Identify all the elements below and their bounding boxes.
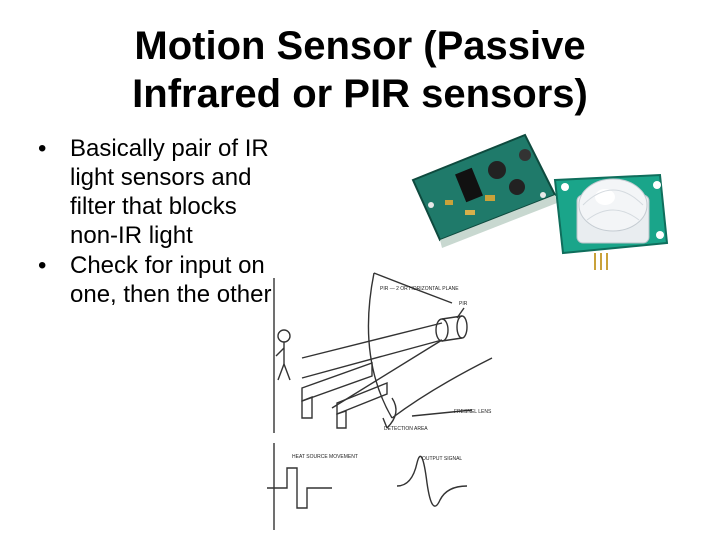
title-line-2: Infrared or PIR sensors)	[132, 72, 588, 116]
bullet-item: • Basically pair of IR light sensors and…	[38, 134, 278, 250]
pir-detection-diagram: PIR — 2 OR HORIZONTAL PLANE PIR FRESNEL …	[267, 272, 493, 530]
label-plane: PIR — 2 OR HORIZONTAL PLANE	[380, 286, 459, 292]
label-movement: HEAT SOURCE MOVEMENT	[292, 454, 358, 460]
bullet-dot: •	[38, 252, 47, 279]
bullet-dot: •	[38, 135, 47, 162]
bullet-text: Check for input on one, then the other	[70, 252, 272, 308]
pir-board-rear	[411, 133, 557, 248]
slide-title: Motion Sensor (Passive Infrared or PIR s…	[60, 22, 660, 118]
label-area: DETECTION AREA	[384, 426, 428, 432]
pir-board-front	[553, 173, 669, 270]
bullet-list: • Basically pair of IR light sensors and…	[38, 134, 278, 310]
label-pir: PIR	[459, 301, 468, 307]
label-output: OUTPUT SIGNAL	[422, 456, 462, 462]
title-line-1: Motion Sensor (Passive	[134, 24, 586, 68]
pir-boards-photo	[411, 133, 669, 270]
bullet-text: Basically pair of IR light sensors and f…	[70, 135, 269, 249]
label-lens: FRESNEL LENS	[454, 409, 492, 415]
bullet-item: • Check for input on one, then the other	[38, 251, 278, 309]
